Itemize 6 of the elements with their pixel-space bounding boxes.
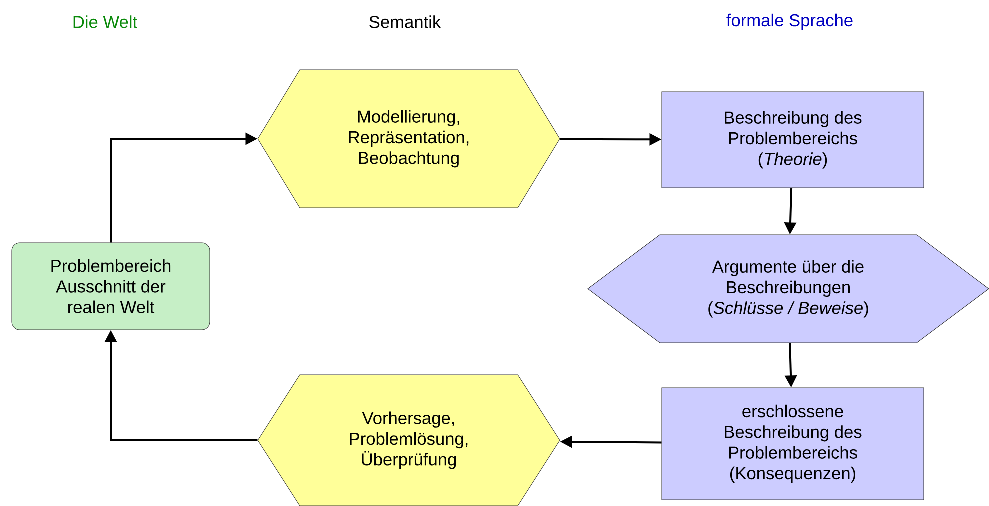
rounded-box: Problembereich Ausschnitt der realen Welt xyxy=(12,242,210,330)
column-heading: Semantik xyxy=(370,16,442,28)
column-heading: formale Sprache xyxy=(726,14,853,30)
column-heading: Die Welt xyxy=(74,16,138,28)
process-box: erschlossene Beschreibung des Problembereichs (Konsequenzen) xyxy=(662,388,924,500)
process-box: Beschreibung des Problembereichs (Theorie) xyxy=(662,92,924,188)
